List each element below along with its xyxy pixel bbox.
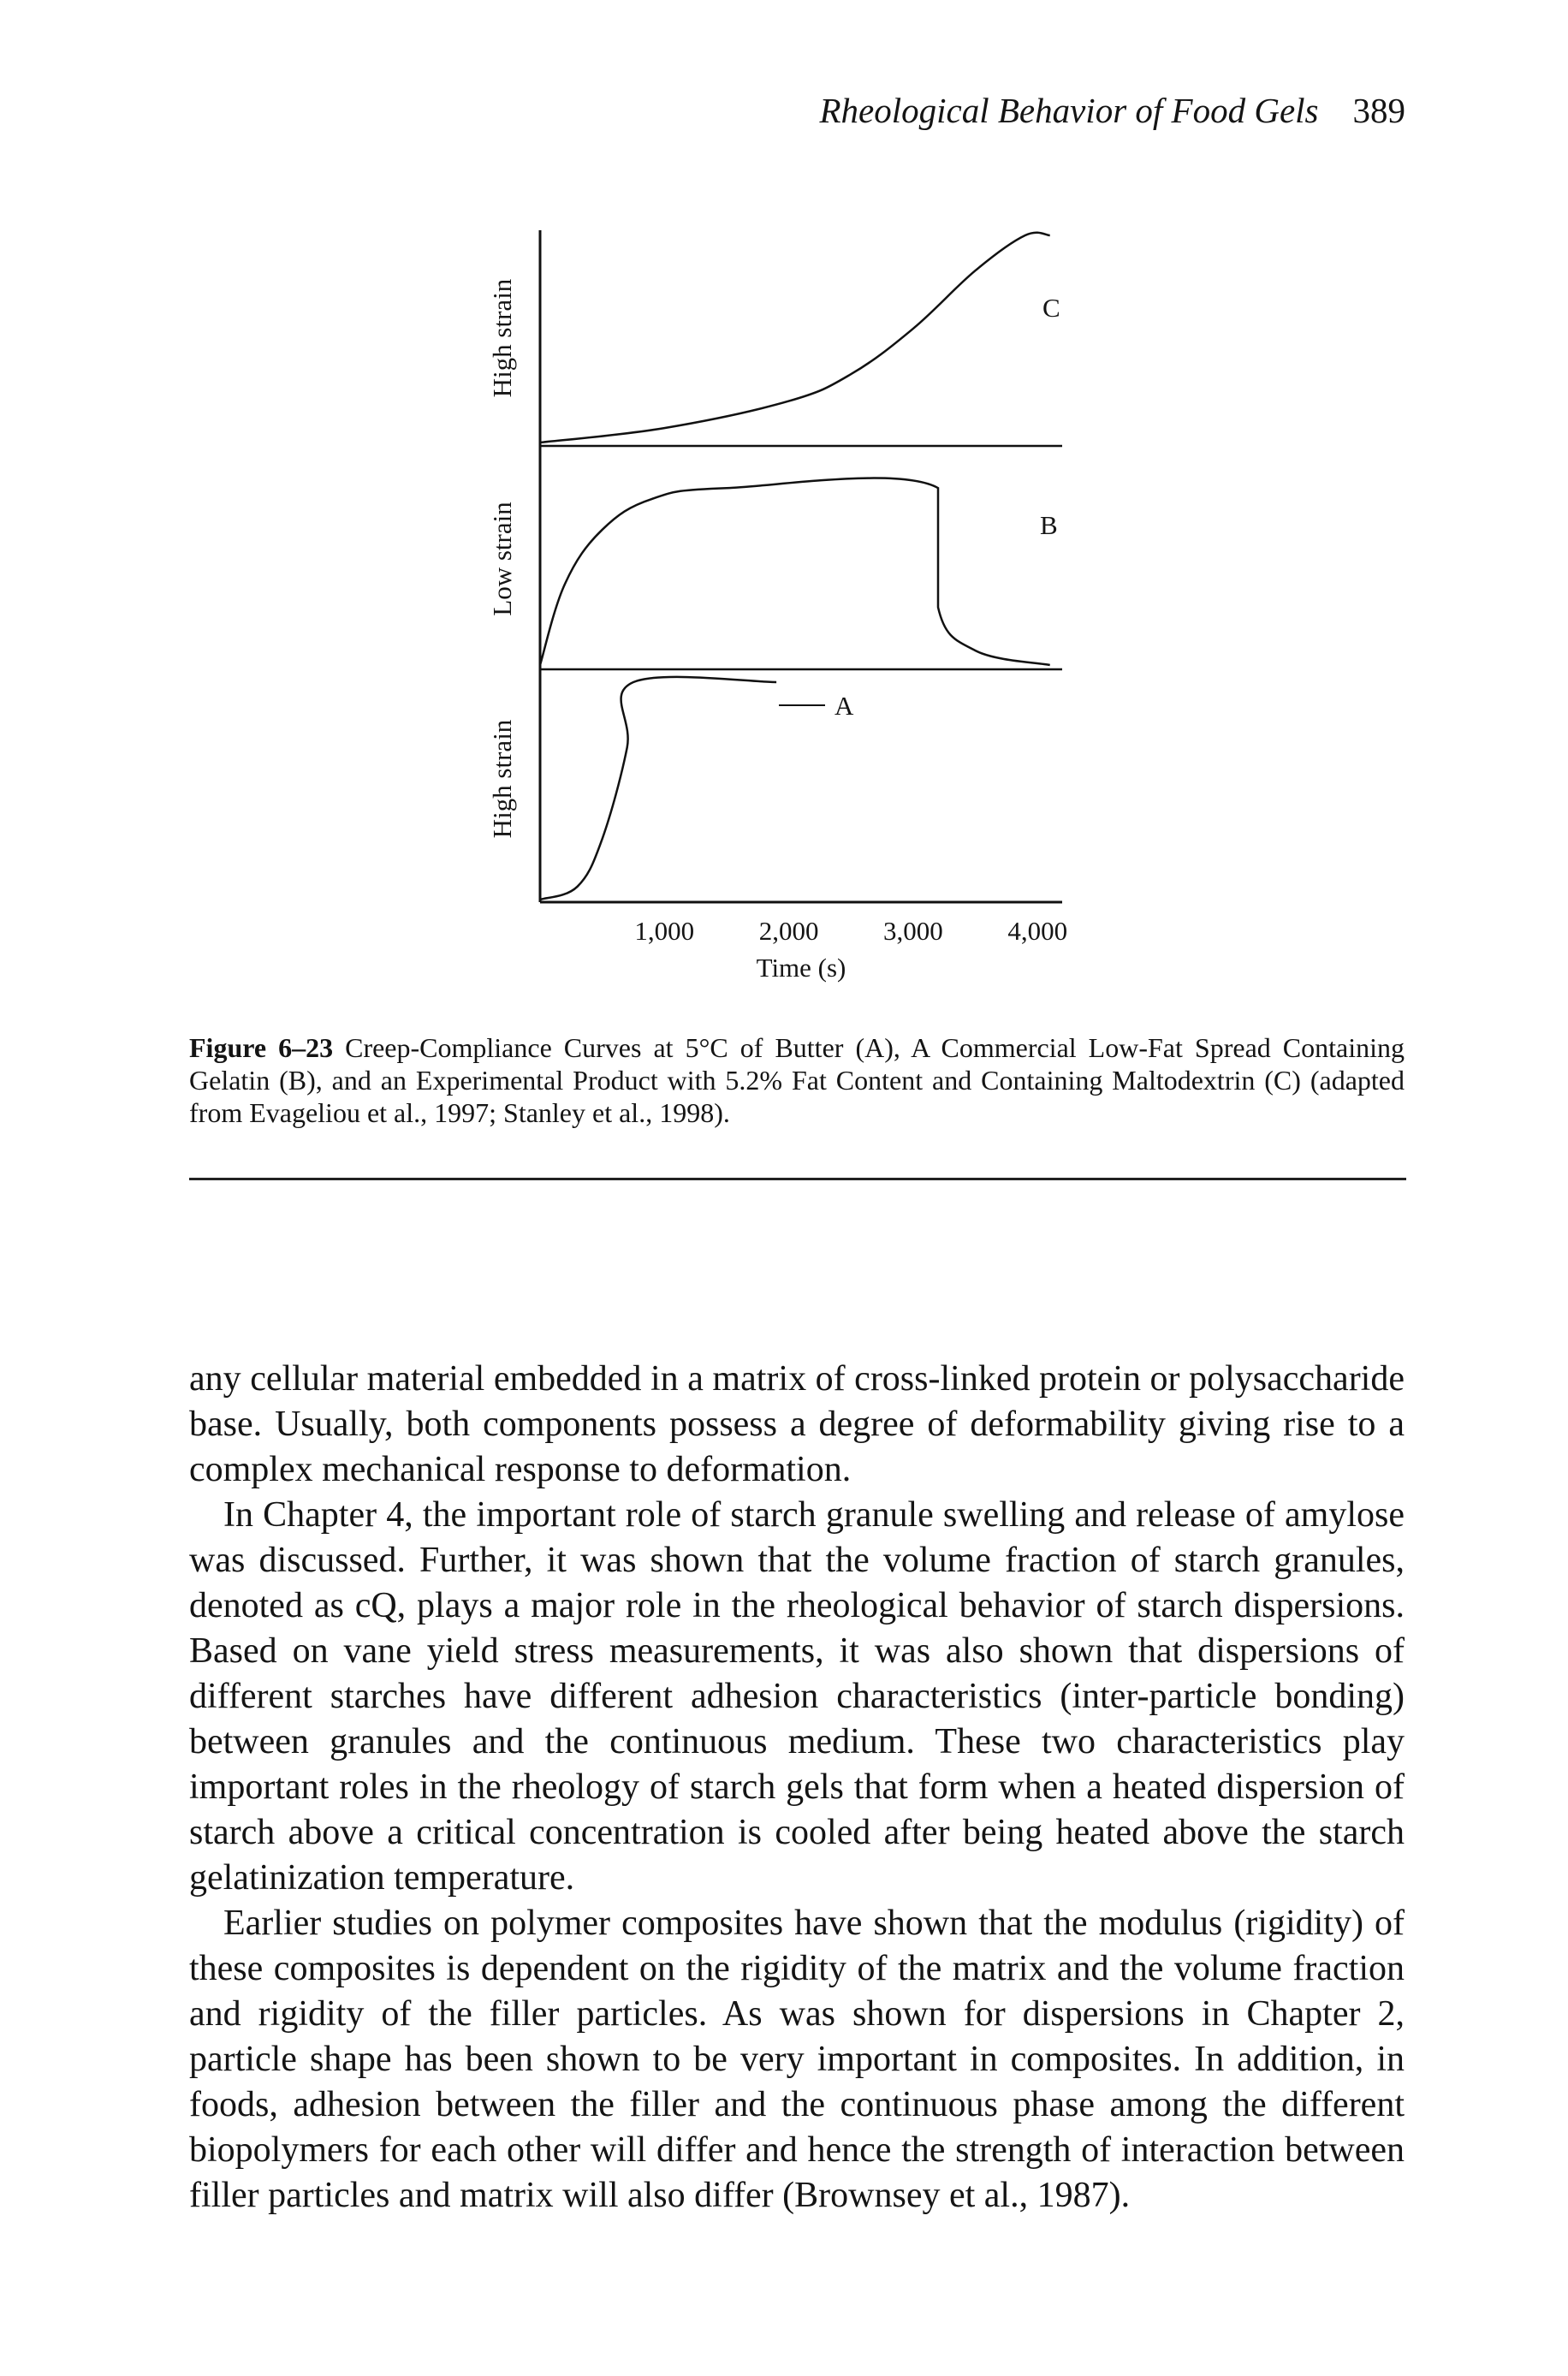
curve-a (539, 675, 777, 901)
running-title: Rheological Behavior of Food Gels (819, 91, 1319, 130)
curve-label-c: C (1042, 293, 1060, 323)
x-tick-label: 4,000 (1007, 916, 1067, 946)
paragraph: any cellular material embedded in a matr… (189, 1359, 1405, 1489)
band-label-top: High strain (487, 278, 517, 397)
page-number: 389 (1352, 91, 1406, 130)
band-label-bottom: High strain (487, 719, 517, 838)
x-tick-label: 1,000 (634, 916, 694, 946)
x-axis-label: Time (s) (757, 953, 846, 983)
section-divider (189, 1178, 1406, 1180)
creep-compliance-chart: High strain Low strain High strain C B A… (487, 230, 1067, 983)
curve-label-a: A (834, 691, 854, 721)
x-tick-labels: 1,000 2,000 3,000 4,000 (634, 916, 1067, 946)
curve-label-b: B (1040, 510, 1058, 540)
curve-c (539, 231, 1050, 444)
figure-label: Figure 6–23 (189, 1032, 334, 1063)
body-text: any cellular material embedded in a matr… (189, 1357, 1405, 2219)
band-label-middle: Low strain (487, 502, 517, 616)
x-tick-label: 3,000 (883, 916, 943, 946)
curve-b (538, 477, 1050, 667)
x-tick-label: 2,000 (759, 916, 819, 946)
figure-caption-text: Creep-Compliance Curves at 5°C of Butter… (189, 1032, 1405, 1128)
paragraph: Earlier studies on polymer composites ha… (189, 1904, 1405, 2215)
creep-compliance-figure: High strain Low strain High strain C B A… (479, 218, 1113, 984)
running-head: Rheological Behavior of Food Gels 389 (0, 89, 1406, 132)
paragraph: In Chapter 4, the important role of star… (189, 1495, 1405, 1898)
